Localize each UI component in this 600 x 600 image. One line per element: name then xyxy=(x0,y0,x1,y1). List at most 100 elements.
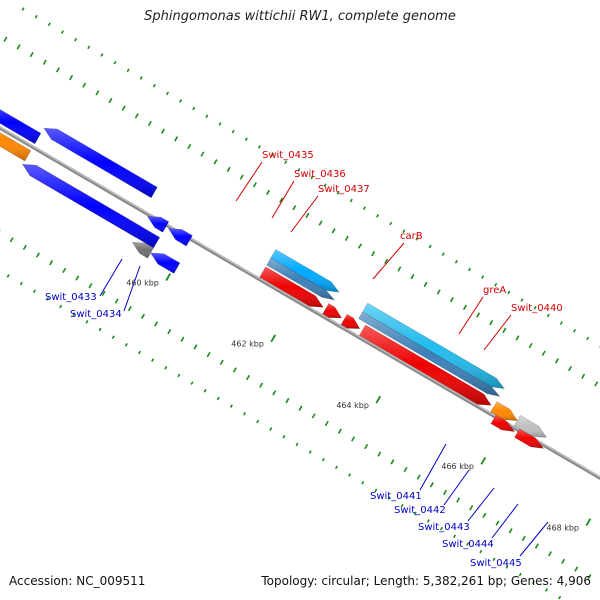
gene-feature-unlabeled-shading xyxy=(359,325,492,406)
tick-dot xyxy=(507,290,511,295)
tick-dot-rows xyxy=(0,7,600,600)
gene-feature-unlabeled-shading xyxy=(0,109,41,144)
tick-dot xyxy=(482,512,487,519)
tick-dot xyxy=(137,350,141,355)
tick-dot xyxy=(423,281,428,287)
tick-dot xyxy=(3,36,8,42)
tick-dot xyxy=(508,528,513,534)
accession-label: Accession: NC_009511 xyxy=(9,574,146,588)
tick-dot xyxy=(282,434,286,439)
tick-dot xyxy=(413,511,417,516)
tick-dot xyxy=(139,76,143,80)
tick-dot xyxy=(218,122,222,126)
tick-dot xyxy=(47,22,51,27)
gene-feature-shading xyxy=(270,249,339,293)
tick-dot xyxy=(351,436,356,442)
scale-tick xyxy=(375,395,382,404)
tick-dot xyxy=(124,343,128,347)
tick-dot xyxy=(74,37,78,42)
tick-dot xyxy=(410,274,415,280)
tick-dot xyxy=(323,183,327,188)
tick-dot xyxy=(462,304,467,310)
tick-dot xyxy=(581,373,586,379)
tick-dot xyxy=(371,251,376,257)
tick-dot xyxy=(295,442,299,447)
gene-feature-unlabeled-shading xyxy=(490,415,515,432)
tick-dot xyxy=(29,51,34,58)
gene-label: Swit_0443 xyxy=(418,522,470,533)
scale-tick-label: 466 kbp xyxy=(441,462,474,471)
tick-dot xyxy=(179,99,183,103)
tick-dot xyxy=(439,526,443,531)
tick-dot xyxy=(454,259,458,264)
gene-feature-shading xyxy=(490,401,518,421)
tick-dot xyxy=(361,480,365,485)
tick-dot xyxy=(269,427,273,431)
tick-dot xyxy=(60,30,64,34)
tick-dot xyxy=(334,465,338,470)
tick-dot xyxy=(174,136,179,142)
tick-dot xyxy=(82,82,87,88)
tick-dot xyxy=(75,275,80,281)
tick-dot xyxy=(134,113,139,119)
tick-dot xyxy=(69,74,74,81)
tick-dot xyxy=(515,335,520,341)
tick-dot xyxy=(6,274,10,278)
tick-dot xyxy=(21,7,25,11)
tick-dot xyxy=(140,313,145,319)
tick-dot xyxy=(161,128,166,134)
tick-dot xyxy=(376,214,380,218)
tick-dot xyxy=(321,457,325,462)
tick-dot xyxy=(349,198,353,203)
tick-dot xyxy=(88,283,93,289)
tick-dot xyxy=(165,91,170,96)
tick-dot xyxy=(479,549,483,554)
tick-dot xyxy=(32,289,36,294)
tick-dot xyxy=(55,67,60,73)
tick-dot xyxy=(466,542,470,546)
tick-dot xyxy=(85,320,89,324)
tick-dot xyxy=(98,327,102,332)
gene-label: Swit_0436 xyxy=(294,169,346,180)
gene-feature-unlabeled-shading xyxy=(43,128,158,198)
tick-dot xyxy=(310,175,314,180)
tick-dot xyxy=(16,44,21,50)
tick-dot xyxy=(252,182,257,188)
tick-dot xyxy=(344,235,349,242)
gene-label-leader xyxy=(491,503,519,539)
tick-dot xyxy=(495,520,500,526)
gene-feature-shading xyxy=(150,252,180,274)
tick-dot xyxy=(292,205,297,211)
tick-dot xyxy=(203,388,207,393)
tick-dot xyxy=(205,114,209,119)
tick-dot xyxy=(152,83,156,88)
gene-feature-shading xyxy=(22,164,160,248)
gene-label-leader xyxy=(519,521,549,557)
tick-dot xyxy=(426,519,430,523)
tick-dot xyxy=(216,396,220,401)
tick-dot xyxy=(113,60,117,65)
gene-label-leader xyxy=(372,242,405,280)
tick-dot xyxy=(548,551,553,557)
gene-label: Swit_0440 xyxy=(511,303,563,314)
tick-dot xyxy=(111,335,115,339)
tick-dot xyxy=(42,59,47,65)
tick-dot xyxy=(546,313,550,318)
tick-dot xyxy=(494,282,498,287)
tick-dot xyxy=(324,420,329,427)
tick-dot xyxy=(476,312,481,318)
tick-dot xyxy=(533,305,537,310)
gene-label: Swit_0445 xyxy=(470,558,522,569)
gene-labels: Swit_0433Swit_0434Swit_0435Swit_0436Swit… xyxy=(45,150,563,569)
tick-dot xyxy=(256,419,260,424)
tick-dot xyxy=(311,413,316,419)
gene-feature-shading xyxy=(259,266,324,308)
tick-dot xyxy=(59,304,63,309)
gene-feature-shading xyxy=(266,258,335,300)
tick-dot xyxy=(229,404,233,408)
tick-dot xyxy=(389,221,393,226)
tick-dot xyxy=(541,350,546,356)
gene-features xyxy=(0,109,547,449)
